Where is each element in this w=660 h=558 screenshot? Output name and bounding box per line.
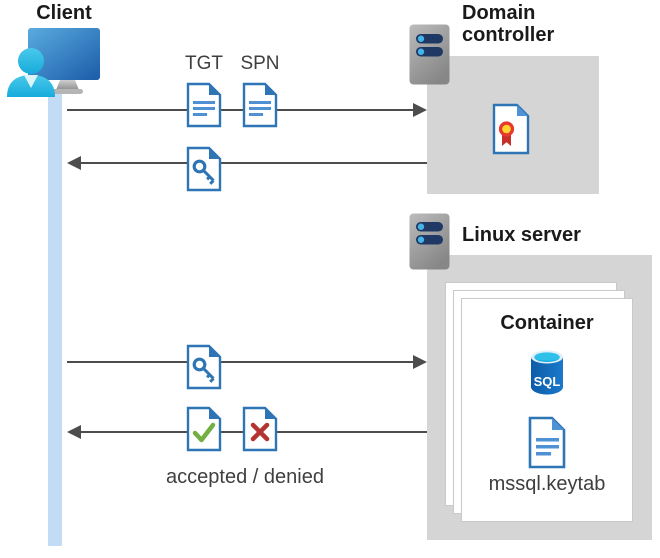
keytab-label: mssql.keytab [488,473,606,495]
server-icon [409,213,450,270]
tgt-document-icon [186,82,222,128]
container-page-front: Container SQL mssql.keytab [461,298,633,522]
check-document-icon [186,406,222,452]
arrowhead-right-icon [413,103,427,117]
accepted-denied-label: accepted / denied [166,466,324,488]
client-label: Client [36,2,92,24]
domain-controller-label: Domain controller [462,2,555,46]
key-document-icon [186,344,222,390]
monitor-stand [56,80,79,90]
arrowhead-left-icon [67,156,81,170]
key-document-icon [186,146,222,192]
linux-server-label: Linux server [462,224,581,246]
spn-label: SPN [240,53,280,74]
arrowhead-right-icon [413,355,427,369]
user-collar [24,75,38,88]
tgt-label: TGT [185,53,223,74]
keytab-document-icon [528,416,566,469]
arrow-line [67,361,414,363]
client-lifeline [48,90,62,546]
spn-document-icon [242,82,278,128]
server-icon [409,24,450,85]
certificate-document-icon [492,103,530,155]
arrowhead-left-icon [67,425,81,439]
user-head [18,48,44,74]
container-label: Container [500,312,594,334]
sql-database-icon: SQL [531,350,563,395]
arrow-line [67,109,414,111]
user-monitor-icon [7,28,100,97]
monitor-base [51,89,83,94]
arrow-line [80,162,427,164]
cross-document-icon [242,406,278,452]
monitor-shape [28,28,100,80]
sql-badge-label: SQL [534,374,561,389]
